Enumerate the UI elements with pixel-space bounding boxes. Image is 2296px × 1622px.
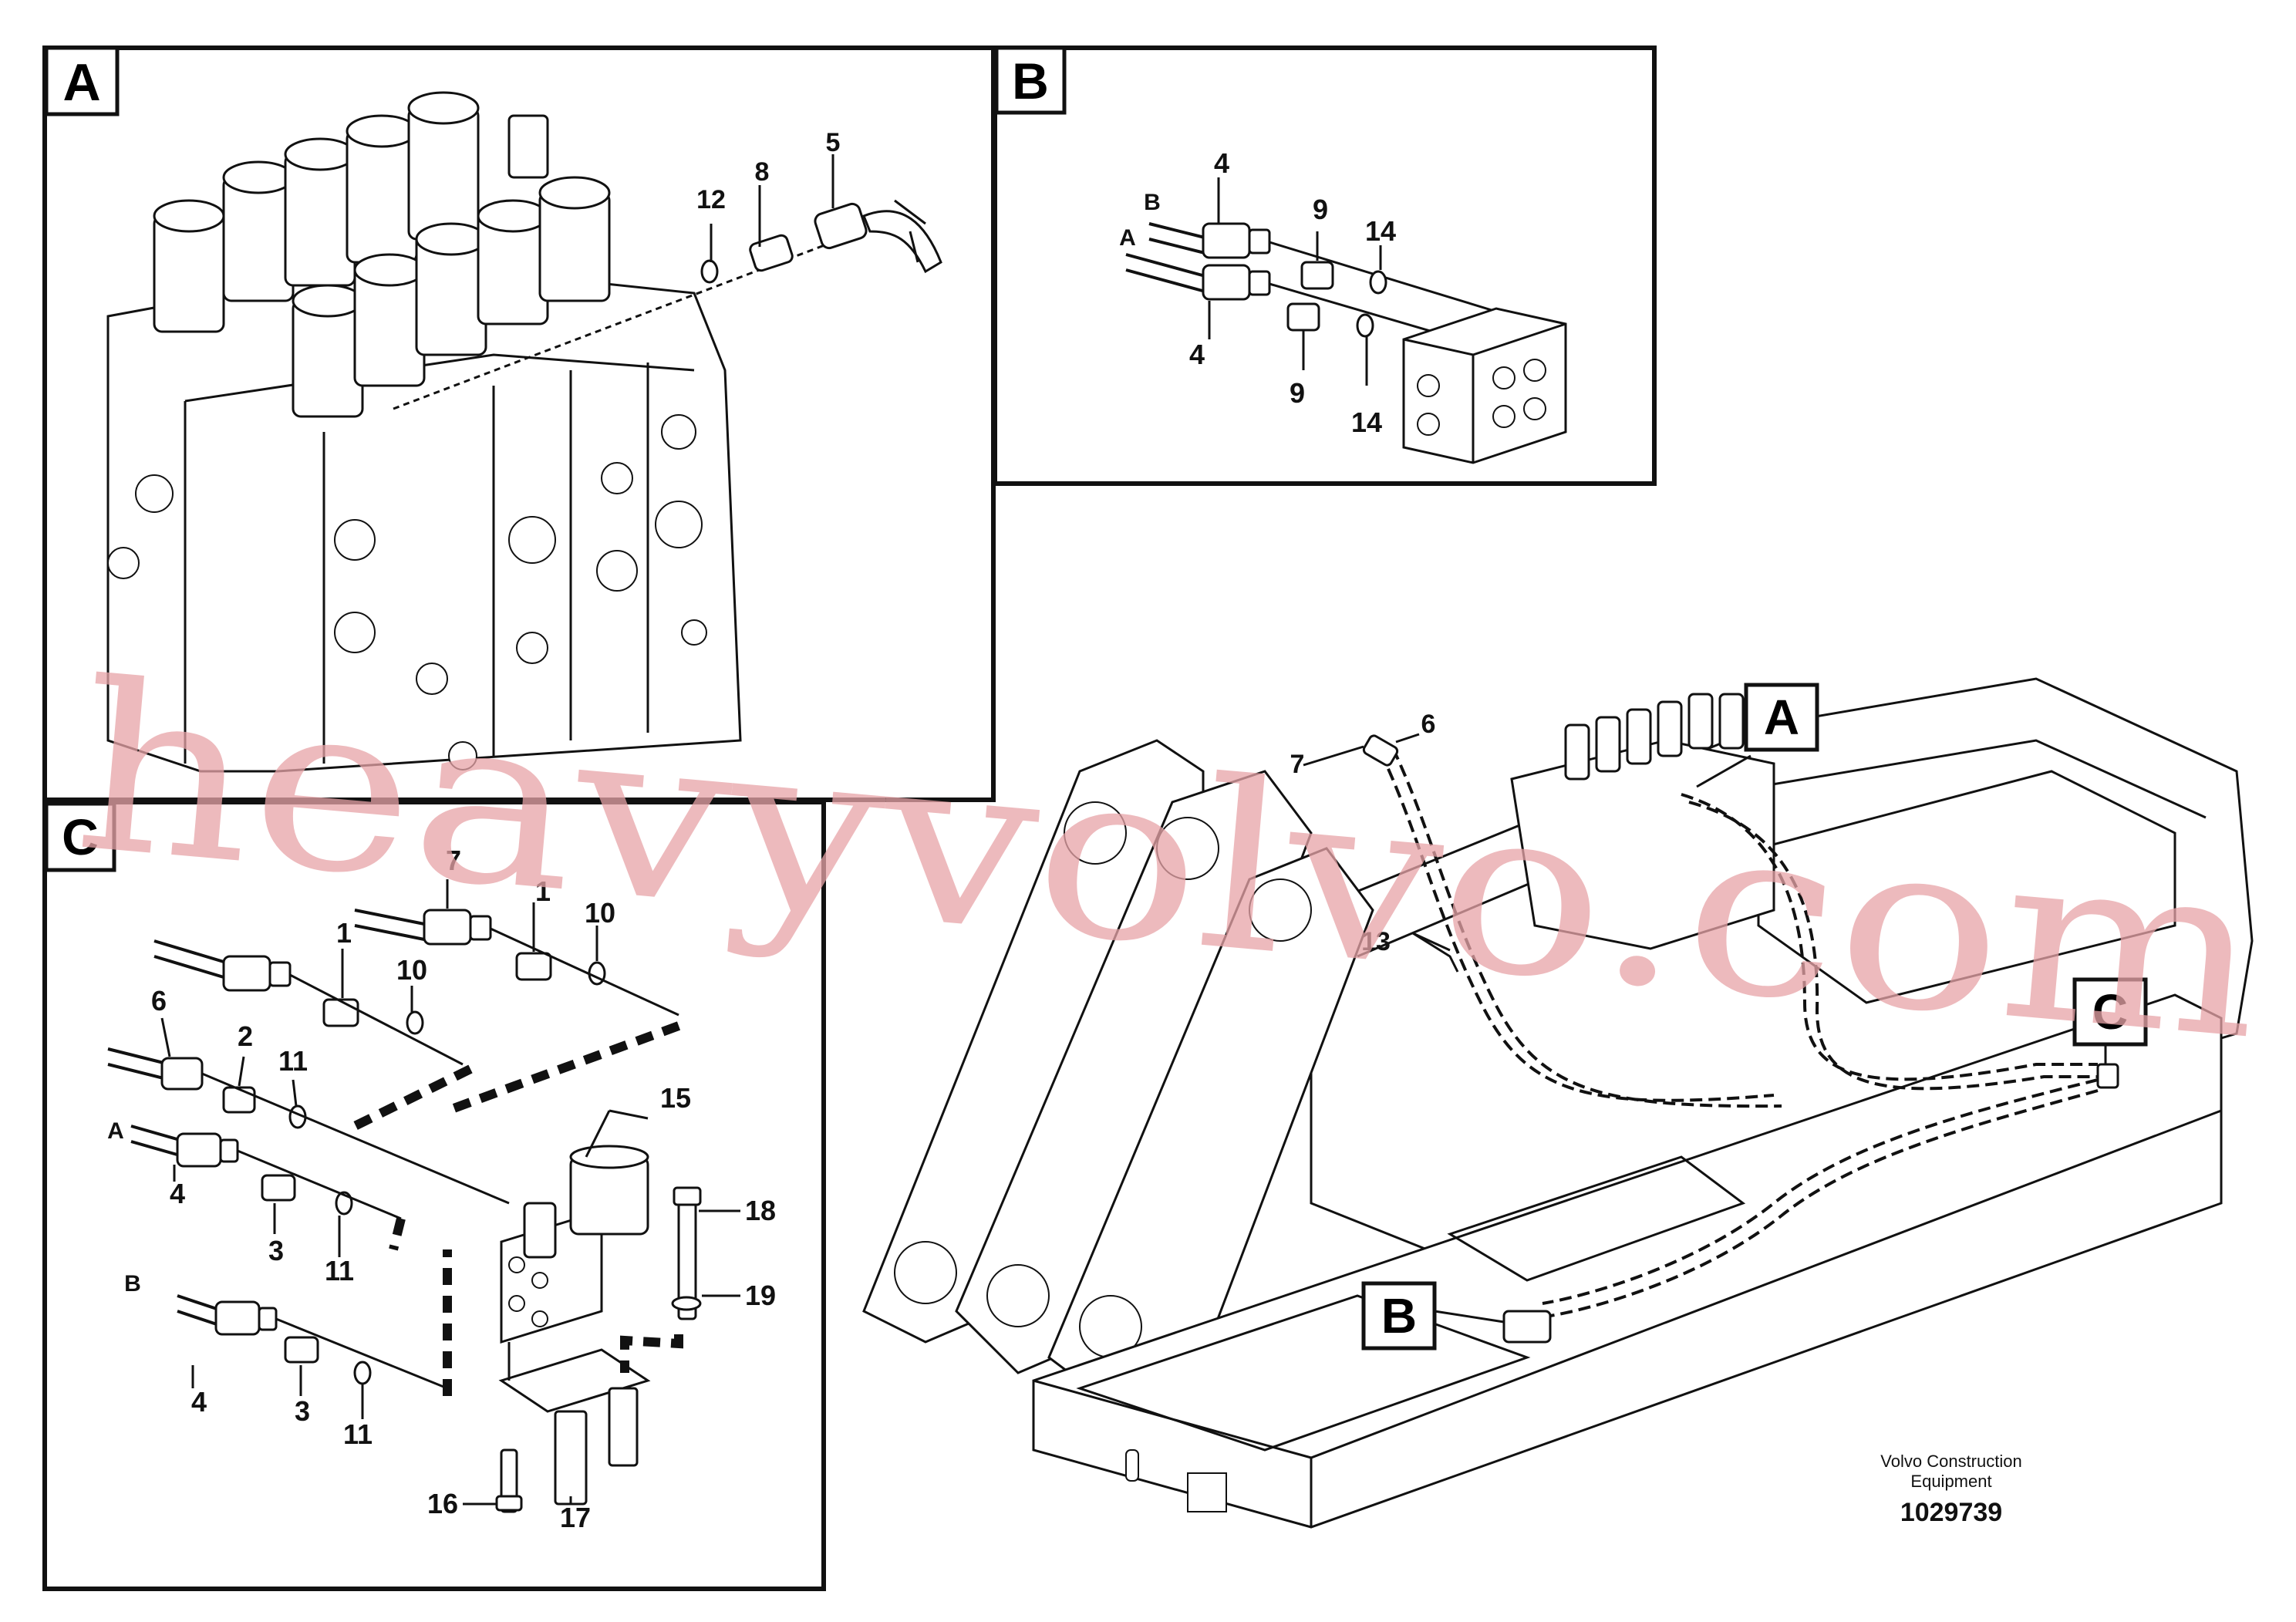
callout-14-top: 14 [1365,215,1396,247]
panel-b-tag: B [1012,52,1049,110]
callout-4-top: 4 [1214,147,1229,179]
main-callout-7: 7 [1290,750,1305,779]
label-a: A [1119,225,1136,251]
panel-c-assembly [107,879,740,1513]
callout-6: 6 [151,985,167,1017]
panel-c: C [42,800,826,1591]
callout-14-bottom: 14 [1351,406,1382,438]
company-name-line1: Volvo Construction [1880,1452,2021,1471]
callout-15: 15 [660,1082,691,1114]
callout-10-right: 10 [585,897,615,929]
panel-c-tag: C [62,808,99,865]
label-b: B [1144,190,1161,215]
label-b-c: B [124,1271,141,1297]
company-name-line2: Equipment [1910,1472,1991,1491]
locator-tag-c: C [2092,984,2128,1040]
panel-b-fittings [1125,177,1567,464]
callout-11-mid: 11 [325,1255,354,1286]
control-valve-illustration [106,91,742,773]
callout-7: 7 [446,845,461,876]
callout-2: 2 [238,1020,253,1052]
callout-16: 16 [427,1488,458,1519]
main-callout-13: 13 [1361,927,1391,956]
callout-9-top: 9 [1313,194,1328,225]
locator-tag-b: B [1381,1288,1417,1344]
callout-11-top: 11 [278,1045,308,1077]
main-frame-view: A C B 6 7 13 [862,677,2254,1529]
callout-4-low: 4 [191,1386,207,1418]
label-a-c: A [107,1118,124,1144]
panel-a-fittings [393,154,942,410]
locator-tag-a: A [1764,690,1799,745]
frame-control-valve [1510,693,1775,950]
panel-a-tag: A [62,53,100,112]
main-callout-6: 6 [1421,710,1436,739]
title-block: Volvo Construction Equipment 1029739 [1880,1452,2021,1527]
callout-1-left: 1 [336,917,352,949]
drawing-number: 1029739 [1900,1498,2002,1527]
panel-a: A [42,46,996,802]
callout-4-mid: 4 [170,1178,185,1209]
callout-5: 5 [826,128,841,157]
callout-9-bottom: 9 [1290,377,1305,409]
callout-12: 12 [696,185,726,214]
callout-10-left: 10 [396,954,427,986]
callout-19: 19 [745,1280,776,1311]
callout-18: 18 [745,1195,776,1226]
callout-17: 17 [560,1502,591,1533]
callout-3-mid: 3 [268,1235,284,1266]
callout-8: 8 [755,157,770,187]
callout-3-low: 3 [295,1395,310,1427]
callout-1-right: 1 [535,875,551,907]
panel-b: B [993,46,1657,486]
callout-11-low: 11 [343,1418,373,1450]
callout-4-bottom: 4 [1189,339,1205,370]
